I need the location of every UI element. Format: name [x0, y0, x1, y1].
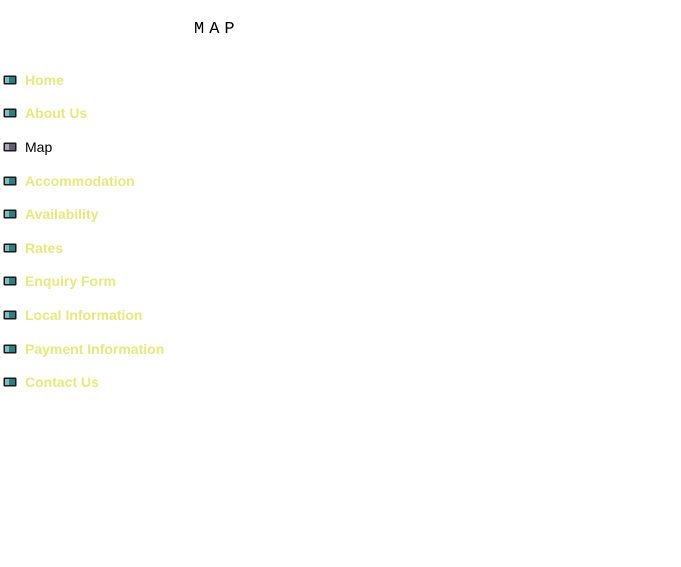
square-bullet-icon [3, 75, 17, 85]
nav-item-label: Accommodation [25, 172, 135, 189]
nav-item-home[interactable]: Home [3, 63, 164, 97]
nav-item-contact-us[interactable]: Contact Us [3, 365, 164, 399]
nav-item-label: Payment Information [25, 340, 165, 357]
square-bullet-icon [3, 209, 17, 219]
nav-item-label: Map [25, 138, 53, 155]
nav-item-label: Enquiry Form [25, 273, 117, 290]
nav-item-availability[interactable]: Availability [3, 197, 164, 231]
page-title: MAP [194, 20, 240, 39]
nav-item-label: Availability [25, 206, 99, 223]
nav-item-label: Home [25, 71, 64, 88]
nav-item-about-us[interactable]: About Us [3, 97, 164, 131]
square-bullet-icon [3, 108, 17, 118]
nav-item-local-information[interactable]: Local Information [3, 298, 164, 332]
nav-item-label: Contact Us [25, 374, 99, 391]
square-bullet-icon [3, 176, 17, 186]
nav-menu: Home About Us Map Accommodation Availabi… [3, 63, 164, 399]
square-bullet-icon [3, 142, 17, 152]
nav-item-rates[interactable]: Rates [3, 231, 164, 265]
nav-item-enquiry-form[interactable]: Enquiry Form [3, 265, 164, 299]
square-bullet-icon [3, 243, 17, 253]
square-bullet-icon [3, 344, 17, 354]
nav-item-label: About Us [25, 105, 88, 122]
nav-item-label: Rates [25, 239, 64, 256]
nav-item-label: Local Information [25, 306, 143, 323]
square-bullet-icon [3, 377, 17, 387]
nav-item-accommodation[interactable]: Accommodation [3, 164, 164, 198]
nav-item-map[interactable]: Map [3, 130, 164, 164]
square-bullet-icon [3, 276, 17, 286]
square-bullet-icon [3, 310, 17, 320]
nav-item-payment-information[interactable]: Payment Information [3, 332, 164, 366]
